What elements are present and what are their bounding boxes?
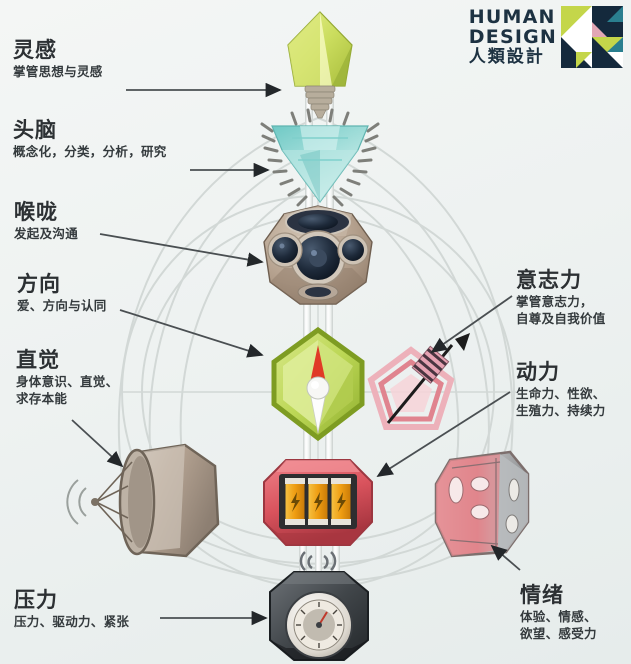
label-drive-desc-line-1: 生命力、性欲、 (516, 386, 606, 402)
label-mind-desc: 概念化，分类，分析，研究 (13, 144, 167, 160)
label-direction-desc: 爱、方向与认同 (17, 298, 107, 314)
label-direction-title: 方向 (17, 272, 61, 296)
label-drive-title: 动力 (516, 360, 560, 384)
g-center (271, 326, 365, 442)
label-throat-title: 喉咙 (14, 200, 58, 224)
ajna-center (260, 108, 380, 207)
logo-line-1: HUMAN (468, 6, 556, 28)
head-center (287, 11, 353, 119)
label-mind-title: 头脑 (13, 118, 57, 142)
solar-plexus-center (434, 450, 530, 558)
logo-chinese: 人類設計 (468, 47, 545, 67)
logo-text: HUMAN DESIGN 人類設計 (469, 8, 557, 66)
label-inspiration: 灵感 掌管思想与灵感 (13, 38, 103, 81)
logo-line-2: DESIGN (468, 26, 557, 48)
label-will-title: 意志力 (516, 268, 582, 292)
label-intuition-desc-line-2: 求存本能 (16, 390, 68, 406)
label-will-desc-line-2: 自尊及自我价值 (516, 310, 606, 326)
label-pressure: 压力 压力、驱动力、紧张 (14, 588, 129, 631)
dart-icon (386, 333, 470, 424)
label-drive: 动力 生命力、性欲、 生殖力、持续力 (516, 360, 606, 419)
logo-mosaic-mark (561, 6, 623, 68)
sacral-center (263, 459, 373, 546)
label-will: 意志力 掌管意志力， 自尊及自我价值 (516, 268, 606, 327)
root-center (269, 551, 369, 661)
label-direction: 方向 爱、方向与认同 (17, 272, 107, 315)
heart-center (367, 333, 470, 430)
label-drive-desc-line-2: 生殖力、持续力 (516, 402, 606, 418)
label-emotion: 情绪 体验、情感、 欲望、感受力 (520, 583, 597, 642)
spleen-center (66, 443, 220, 558)
label-inspiration-title: 灵感 (13, 38, 57, 62)
throat-center (263, 205, 373, 305)
label-intuition-desc-line-1: 身体意识、直觉、 (16, 374, 119, 390)
label-pressure-title: 压力 (14, 588, 58, 612)
label-pressure-desc: 压力、驱动力、紧张 (14, 614, 130, 630)
human-design-logo: HUMAN DESIGN 人類設計 (469, 6, 623, 68)
label-emotion-title: 情绪 (520, 583, 564, 607)
label-emotion-desc-line-2: 欲望、感受力 (520, 625, 597, 641)
label-throat-desc: 发起及沟通 (14, 226, 79, 242)
label-emotion-desc-line-1: 体验、情感、 (520, 609, 597, 625)
label-mind: 头脑 概念化，分类，分析，研究 (13, 118, 167, 161)
label-intuition-title: 直觉 (16, 348, 60, 372)
label-will-desc-line-1: 掌管意志力， (516, 294, 593, 310)
label-intuition: 直觉 身体意识、直觉、 求存本能 (16, 348, 118, 407)
label-inspiration-desc: 掌管思想与灵感 (13, 64, 103, 80)
label-throat: 喉咙 发起及沟通 (14, 200, 78, 243)
